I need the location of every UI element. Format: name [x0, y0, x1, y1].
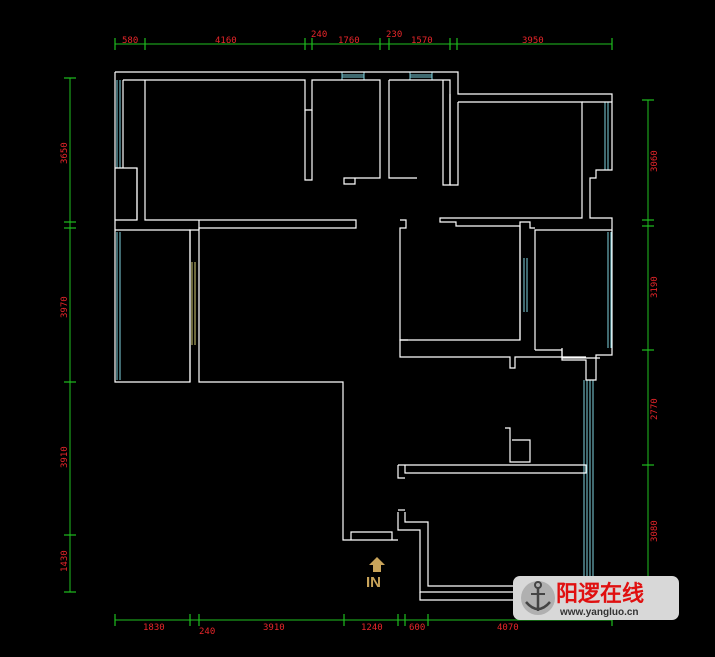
walls	[114, 71, 613, 601]
watermark-background	[513, 576, 679, 620]
dim-top-label: 4160	[215, 36, 237, 46]
windows	[116, 71, 612, 598]
dim-bottom-label: 1830	[143, 623, 165, 633]
dim-top-label: 240	[311, 30, 327, 40]
watermark-url: www.yangluo.cn	[559, 607, 639, 618]
watermark: 阳逻在线 www.yangluo.cn	[513, 576, 679, 620]
dimension-labels-left: 3650 3970 3910 1430	[60, 142, 70, 572]
entry-label: IN	[366, 574, 381, 591]
dimension-labels-top: 580 4160 240 1760 230 1570 3950	[122, 30, 544, 46]
dim-top-label: 1570	[411, 36, 433, 46]
sliding-door	[191, 262, 196, 345]
dimension-labels-right: 3060 3190 2770 3080	[650, 150, 660, 542]
dim-bottom-label: 4070	[497, 623, 519, 633]
up-arrow-icon	[369, 557, 385, 572]
dimension-labels-bottom: 1830 240 3910 1240 600 4070	[143, 623, 519, 637]
dim-bottom-label: 240	[199, 627, 215, 637]
entry-marker: IN	[366, 557, 385, 591]
dim-right-label: 3080	[650, 520, 660, 542]
watermark-text: 阳逻在线	[556, 581, 644, 607]
dim-top-label: 580	[122, 36, 138, 46]
dim-left-label: 1430	[60, 550, 70, 572]
anchor-logo-icon	[521, 581, 555, 615]
dim-right-label: 3060	[650, 150, 660, 172]
dim-top-label: 230	[386, 30, 402, 40]
dim-left-label: 3650	[60, 142, 70, 164]
dim-right-label: 2770	[650, 398, 660, 420]
dim-bottom-label: 1240	[361, 623, 383, 633]
dimension-lines	[64, 38, 654, 626]
dim-left-label: 3910	[60, 446, 70, 468]
dim-right-label: 3190	[650, 276, 660, 298]
dim-top-label: 3950	[522, 36, 544, 46]
dim-bottom-label: 600	[409, 623, 425, 633]
dim-left-label: 3970	[60, 296, 70, 318]
dim-top-label: 1760	[338, 36, 360, 46]
dim-bottom-label: 3910	[263, 623, 285, 633]
